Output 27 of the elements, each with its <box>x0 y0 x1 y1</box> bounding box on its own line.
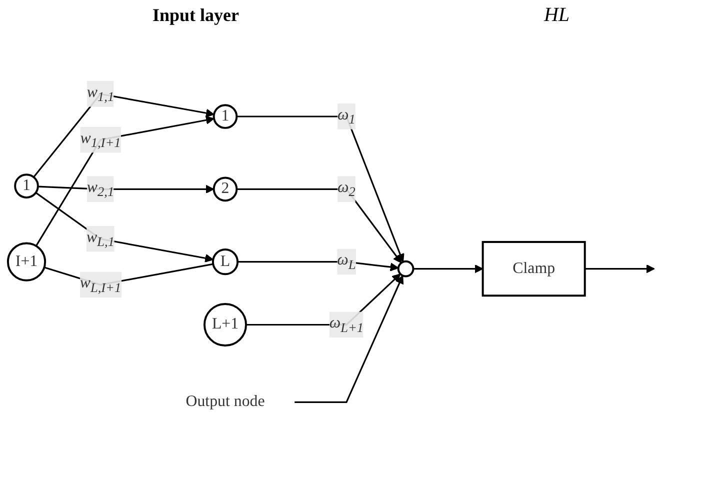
edge-label: ω$_{L}$ <box>337 252 356 272</box>
arrow <box>236 188 402 264</box>
edge-label: w$_{L,1}$ <box>86 228 114 249</box>
node-box: Clamp <box>482 240 586 297</box>
edge-label: ω$_{1}$ <box>338 106 356 127</box>
edge-label: w$_{1,1}$ <box>86 84 114 104</box>
node-circle <box>397 260 414 278</box>
node-circle: I+1 <box>6 242 46 282</box>
arrow <box>33 93 214 178</box>
node-circle: L+1 <box>204 302 248 346</box>
edge-label: w$_{1,I+1}$ <box>80 130 121 150</box>
node-circle: 1 <box>14 174 39 198</box>
arrow <box>236 116 404 262</box>
node-circle: L <box>212 248 239 276</box>
node-circle: 1 <box>212 104 238 129</box>
layer-label: Input layer <box>152 4 239 26</box>
arrow <box>584 264 655 274</box>
arrow <box>35 192 214 262</box>
edge-label: w$_{2,1}$ <box>86 179 114 200</box>
node-circle: 2 <box>212 176 238 202</box>
node-text: Output node <box>186 393 265 410</box>
arrow <box>413 264 484 274</box>
arrow <box>294 275 404 403</box>
edge-label: ω$_{2}$ <box>338 179 356 200</box>
edge-label: ω$_{L+1}$ <box>329 314 364 335</box>
edge-label: w$_{L,I+1}$ <box>80 274 122 295</box>
layer-heading: HL <box>544 4 570 26</box>
